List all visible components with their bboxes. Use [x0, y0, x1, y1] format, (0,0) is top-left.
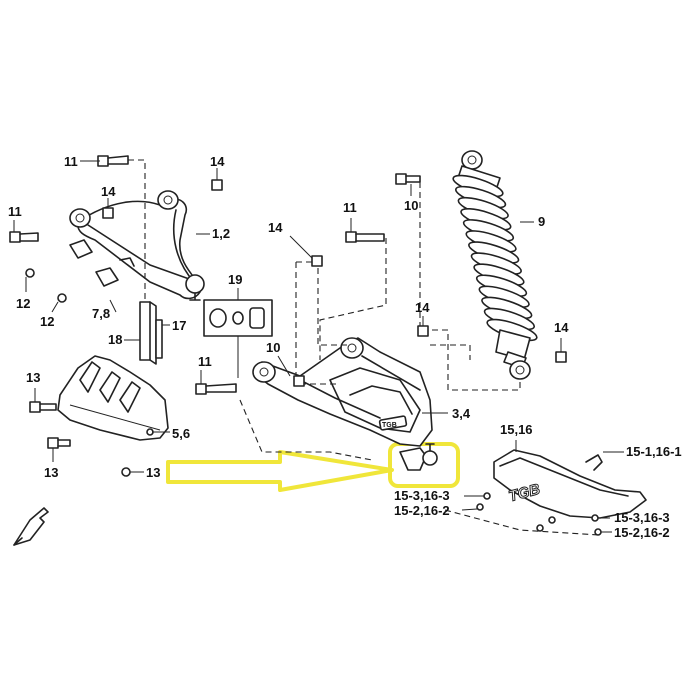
- guard-5-6: [57, 355, 170, 441]
- label-17: 17: [172, 318, 186, 333]
- label-11-c: 11: [198, 354, 212, 369]
- bolt-13-c: [121, 467, 144, 477]
- part-17-pin: [155, 319, 170, 359]
- lower-a-arm: [252, 337, 438, 471]
- screw-15-2-a: [461, 503, 484, 511]
- skid-plate: [493, 440, 647, 519]
- label-11-b: 11: [8, 204, 22, 219]
- label-9: 9: [538, 214, 545, 229]
- nut-14-left: [102, 198, 114, 219]
- front-direction-icon: [13, 507, 49, 546]
- bolt-11-center: [195, 370, 237, 395]
- washer-15-3-b: [591, 514, 610, 522]
- label-15-3-16-3-b: 15-3,16-3: [614, 510, 670, 525]
- label-14-a: 14: [210, 154, 225, 169]
- bolt-13-a: [29, 388, 57, 413]
- label-7-8: 7,8: [92, 306, 110, 321]
- label-11-d: 11: [343, 200, 357, 215]
- screw-12-b: [51, 293, 67, 313]
- label-15-3-16-3-a: 15-3,16-3: [394, 488, 450, 503]
- label-15-2-16-2-b: 15-2,16-2: [614, 525, 670, 540]
- label-12-a: 12: [16, 296, 30, 311]
- washer-small: [548, 516, 556, 524]
- label-15-16: 15,16: [500, 422, 533, 437]
- label-11-a: 11: [64, 154, 78, 169]
- shock-absorber: [452, 150, 538, 380]
- part-labels: 11 14 14 11 1,2 12 12 7,8 19 18 17 13 5,…: [8, 154, 682, 540]
- washer-15-3-a: [464, 492, 491, 500]
- upper-a-arm: [69, 190, 205, 301]
- bolt-11-top: [80, 155, 129, 167]
- label-14-b: 14: [101, 184, 116, 199]
- screw-small: [536, 524, 544, 532]
- label-3-4: 3,4: [452, 406, 471, 421]
- screw-12-a: [25, 268, 35, 292]
- label-18: 18: [108, 332, 122, 347]
- label-19: 19: [228, 272, 242, 287]
- label-13-a: 13: [26, 370, 40, 385]
- part-18-bracket: [139, 301, 157, 365]
- nut-14-center: [289, 235, 323, 267]
- nut-10-center: [277, 355, 305, 387]
- highlight-arrow: [166, 450, 394, 492]
- nut-14-top: [211, 168, 223, 191]
- bolt-11-right: [345, 218, 385, 243]
- screw-15-2-b: [594, 528, 612, 536]
- bolt-11-left: [9, 220, 39, 243]
- nut-14-right: [417, 316, 429, 337]
- label-14-c: 14: [268, 220, 283, 235]
- label-10-b: 10: [404, 198, 418, 213]
- label-10-a: 10: [266, 340, 280, 355]
- label-14-e: 14: [554, 320, 569, 335]
- highlight-box: [388, 442, 460, 488]
- bolt-13-b: [47, 437, 71, 462]
- label-1-2: 1,2: [212, 226, 230, 241]
- label-15-1-16-1: 15-1,16-1: [626, 444, 682, 459]
- label-13-b: 13: [44, 465, 58, 480]
- bushing-set-19: [203, 288, 273, 378]
- label-13-c: 13: [146, 465, 160, 480]
- nut-14-shock: [555, 338, 567, 363]
- label-12-b: 12: [40, 314, 54, 329]
- arm-logo: TGB: [382, 422, 397, 429]
- label-14-d: 14: [415, 300, 430, 315]
- label-5-6: 5,6: [172, 426, 190, 441]
- label-15-2-16-2-a: 15-2,16-2: [394, 503, 450, 518]
- bolt-10-top: [395, 173, 421, 196]
